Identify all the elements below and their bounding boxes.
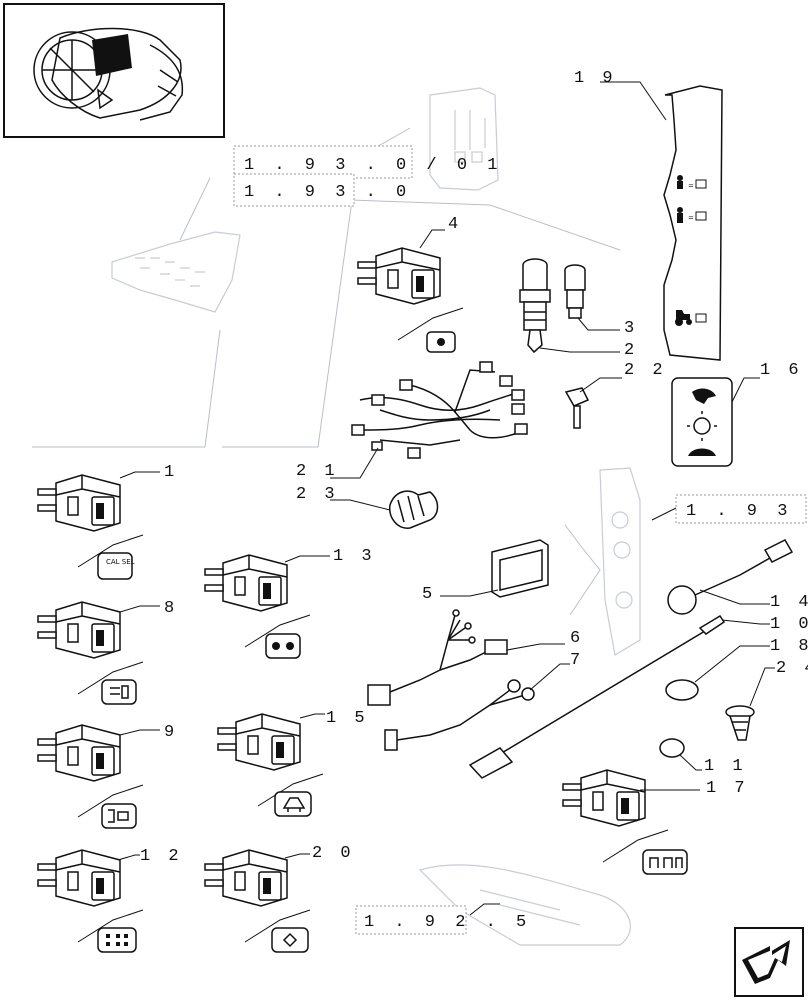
- callout-6: 6: [570, 629, 584, 648]
- part-2-push-switch: [519, 258, 551, 354]
- part-11-small-cap: [659, 738, 685, 758]
- reference-label: 1 . 9 3 . 0: [686, 502, 808, 521]
- part-10-sensor-probe: [468, 614, 726, 779]
- callout-20: 2 0: [312, 844, 355, 863]
- part-8-symbol-icon: [101, 679, 137, 705]
- callout-3: 3: [624, 319, 638, 338]
- callout-11: 1 1: [704, 757, 747, 776]
- part-13-rocker-switch: [204, 554, 311, 648]
- cal-sel-decal: [97, 552, 133, 580]
- callout-2: 2: [624, 341, 638, 360]
- reference-label: 1 . 9 3 . 0: [244, 183, 411, 202]
- callout-19: 1 9: [574, 69, 617, 88]
- callout-22: 2 2: [624, 361, 667, 380]
- svg-text:=: =: [688, 214, 694, 222]
- reference-label: 1 . 9 3 . 0 / 0 1: [244, 156, 502, 175]
- part-7-ground-cable: [384, 679, 535, 751]
- part-9-rocker-switch: [37, 724, 144, 818]
- callout-21: 2 1: [296, 462, 339, 481]
- callout-18: 1 8: [770, 637, 808, 656]
- reference-box-c: 1 . 9 3 . 0: [675, 494, 808, 524]
- part-17-rocker-switch: [562, 769, 669, 863]
- next-page-arrow-icon[interactable]: [734, 927, 804, 997]
- callout-4: 4: [448, 215, 462, 234]
- part-6-cable-harness: [367, 609, 508, 706]
- part-20-symbol-icon: [271, 927, 309, 953]
- callout-10: 1 0: [770, 615, 808, 634]
- callout-12: 1 2: [140, 847, 183, 866]
- callout-24: 2 4: [776, 659, 808, 678]
- part-9-symbol-icon: [101, 803, 137, 829]
- svg-text:=: =: [688, 182, 694, 190]
- part-23-grommet: [389, 490, 439, 529]
- part-5-lamp: [491, 539, 549, 598]
- reference-box-d: 1 . 9 2 . 5: [355, 905, 531, 935]
- part-14-beacon-cable: [667, 539, 794, 615]
- part-24-push-clip: [725, 705, 755, 741]
- part-15-symbol-icon: [274, 791, 312, 817]
- part-13-symbol-icon: [265, 633, 301, 659]
- thumbnail-icon: [3, 3, 225, 138]
- part-12-symbol-icon: [97, 927, 137, 953]
- callout-13: 1 3: [333, 547, 376, 566]
- callout-17: 1 7: [706, 779, 749, 798]
- part-18-cap: [665, 679, 699, 701]
- part-19-decal-panel: = =: [663, 85, 723, 361]
- callout-23: 2 3: [296, 485, 339, 504]
- reference-label: 1 . 9 2 . 5: [364, 913, 531, 932]
- callout-1: 1: [164, 463, 178, 482]
- callout-7: 7: [570, 651, 584, 670]
- reference-box-b: 1 . 9 3 . 0: [233, 173, 411, 207]
- reference-box-a: 1 . 9 3 . 0 / 0 1: [233, 145, 502, 179]
- part-16-speed-decal: [671, 377, 733, 467]
- callout-8: 8: [164, 599, 178, 618]
- part-4-rocker-switch: [357, 247, 464, 341]
- part-22-connector: [564, 387, 590, 429]
- callout-14: 1 4: [770, 593, 808, 612]
- callout-9: 9: [164, 723, 178, 742]
- callout-5: 5: [422, 585, 436, 604]
- part-21-wiring-harness: [351, 361, 528, 459]
- cal-sel-text: CAL SEL: [106, 558, 135, 566]
- callout-15: 1 5: [326, 709, 369, 728]
- part-3-push-switch: [564, 264, 586, 319]
- callout-16: 1 6: [760, 361, 803, 380]
